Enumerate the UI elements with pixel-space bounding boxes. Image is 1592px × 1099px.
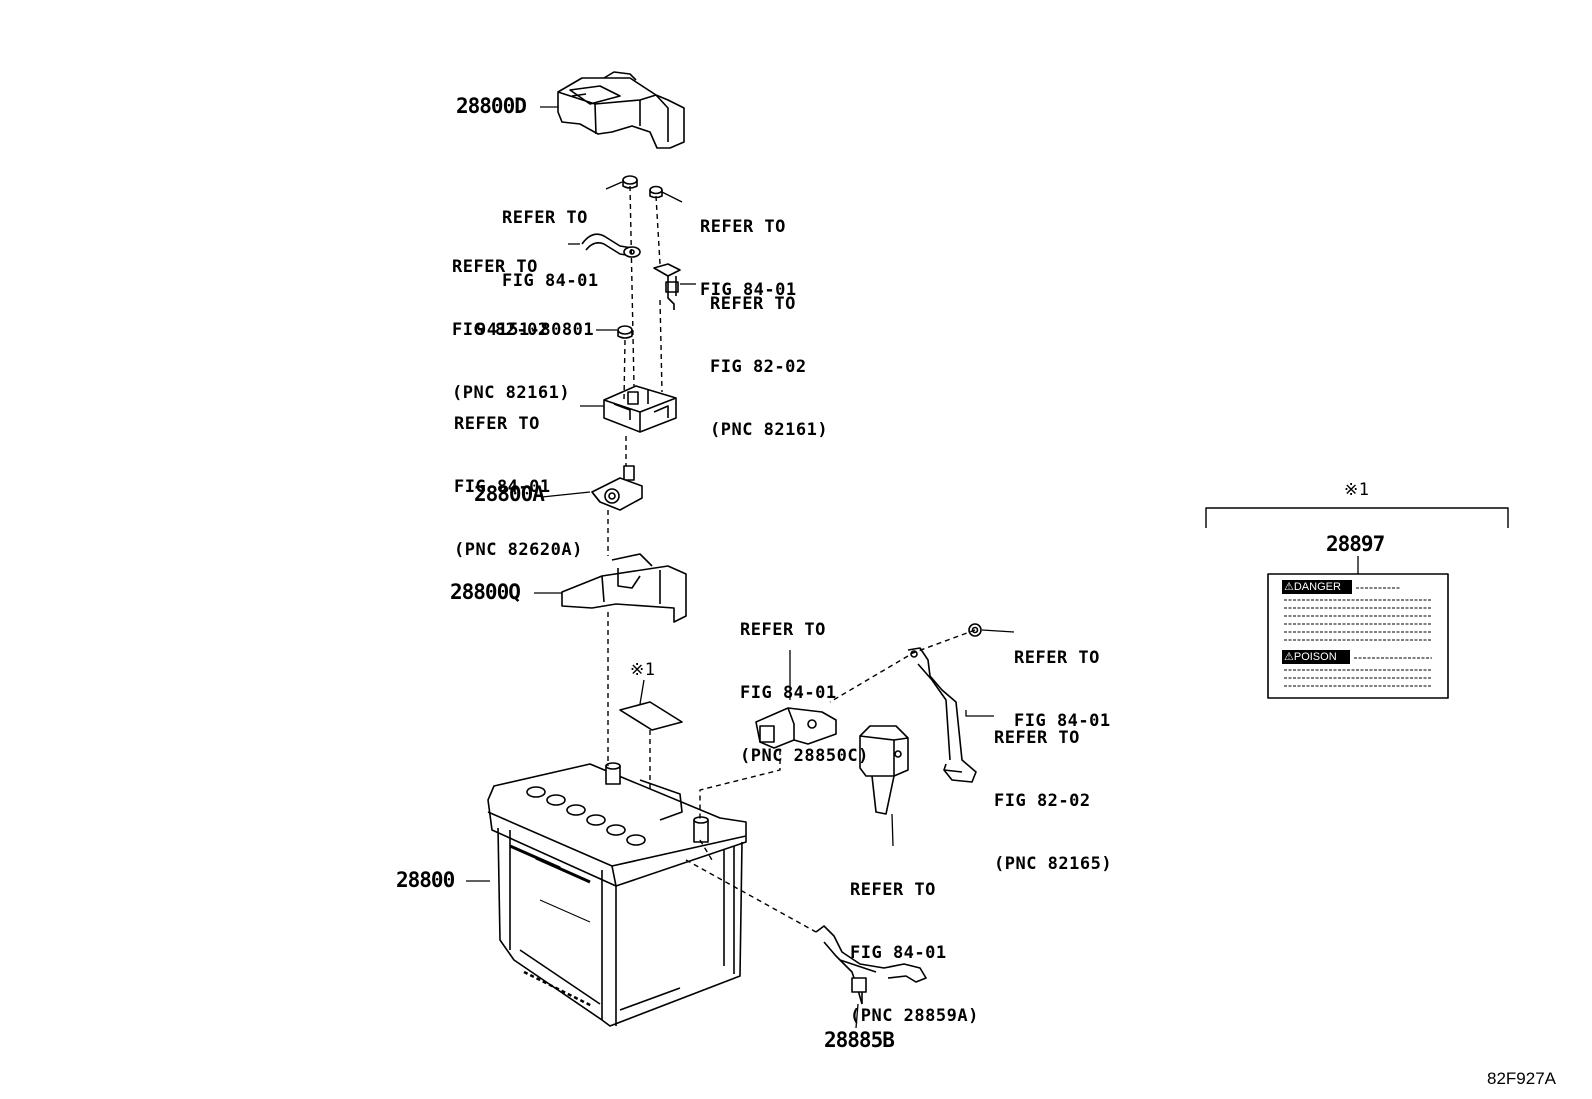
refer-line: FIG 84-01 [454,477,551,497]
nuts [617,175,982,637]
refer-line: REFER TO [1014,648,1100,668]
refer-label-9: REFER TO FIG 84-01 (PNC 28859A) [850,838,979,1048]
cable-82165 [907,647,977,783]
leader-lines [466,106,1359,1029]
sensor-28850c [755,707,837,749]
danger-tag: ⚠DANGER [1284,581,1341,593]
warning-label-28897 [1267,573,1449,699]
refer-label-4: REFER TO FIG 82-02 (PNC 82161) [710,252,828,462]
part-28800d: 28800D [456,94,527,118]
refer-line: (PNC 82161) [452,383,571,403]
note-mark-small: ※1 [630,660,656,680]
part-28885b: 28885B [824,1028,895,1052]
part-28897: 28897 [1326,532,1385,556]
refer-line: FIG 84-01 [740,683,837,703]
refer-line: FIG 82-02 [452,320,549,340]
part-28800: 28800 [396,868,455,892]
dashed-lines [607,185,976,933]
refer-line: FIG 82-02 [994,791,1091,811]
part-28800a: 28800A [474,482,545,506]
refer-line: REFER TO [740,620,826,640]
refer-line: FIG 84-01 [502,271,599,291]
diagram-code: 82F927A [1487,1069,1556,1088]
refer-label-2: REFER TO FIG 84-01 [700,175,797,322]
cable-28885b [815,925,927,1005]
part-28800q: 28800Q [450,580,521,604]
relay-28859a [859,725,909,815]
refer-line: (PNC 82165) [994,854,1113,874]
refer-line: FIG 84-01 [700,280,797,300]
refer-line: REFER TO [502,208,588,228]
cover-28800d-shape [557,71,685,149]
refer-line: FIG 84-01 [850,943,947,963]
part-94151-80801: 94151-80801 [476,320,595,340]
refer-label-8: REFER TO FIG 82-02 (PNC 82165) [994,686,1112,896]
refer-label-1: REFER TO FIG 84-01 [502,166,599,313]
refer-line: REFER TO [700,217,786,237]
label-sheet-small [619,701,683,731]
refer-line: FIG 82-02 [710,357,807,377]
refer-line: FIG 84-01 [1014,711,1111,731]
note-mark-bracket: ※1 [1344,480,1370,500]
fuse-base-82620a [603,385,677,433]
refer-label-6: REFER TO FIG 84-01 (PNC 28850C) [740,578,869,788]
bracket-82161-right [653,263,681,310]
terminal-28800a [591,465,643,511]
bracket-28800q [561,553,687,623]
note-bracket [1205,507,1509,528]
battery-28800 [487,762,747,1027]
refer-line: REFER TO [710,294,796,314]
refer-line: REFER TO [452,257,538,277]
refer-label-3: REFER TO FIG 82-02 (PNC 82161) [452,215,570,425]
refer-line: (PNC 82620A) [454,540,583,560]
refer-line: (PNC 28859A) [850,1006,979,1026]
refer-line: REFER TO [994,728,1080,748]
refer-line: REFER TO [850,880,936,900]
refer-line: (PNC 28850C) [740,746,869,766]
refer-line: (PNC 82161) [710,420,829,440]
poison-tag: ⚠POISON [1284,651,1337,663]
refer-label-7: REFER TO FIG 84-01 [1014,606,1111,753]
refer-line: REFER TO [454,414,540,434]
refer-label-5: REFER TO FIG 84-01 (PNC 82620A) [454,372,583,582]
cable-82161-left [581,233,641,258]
